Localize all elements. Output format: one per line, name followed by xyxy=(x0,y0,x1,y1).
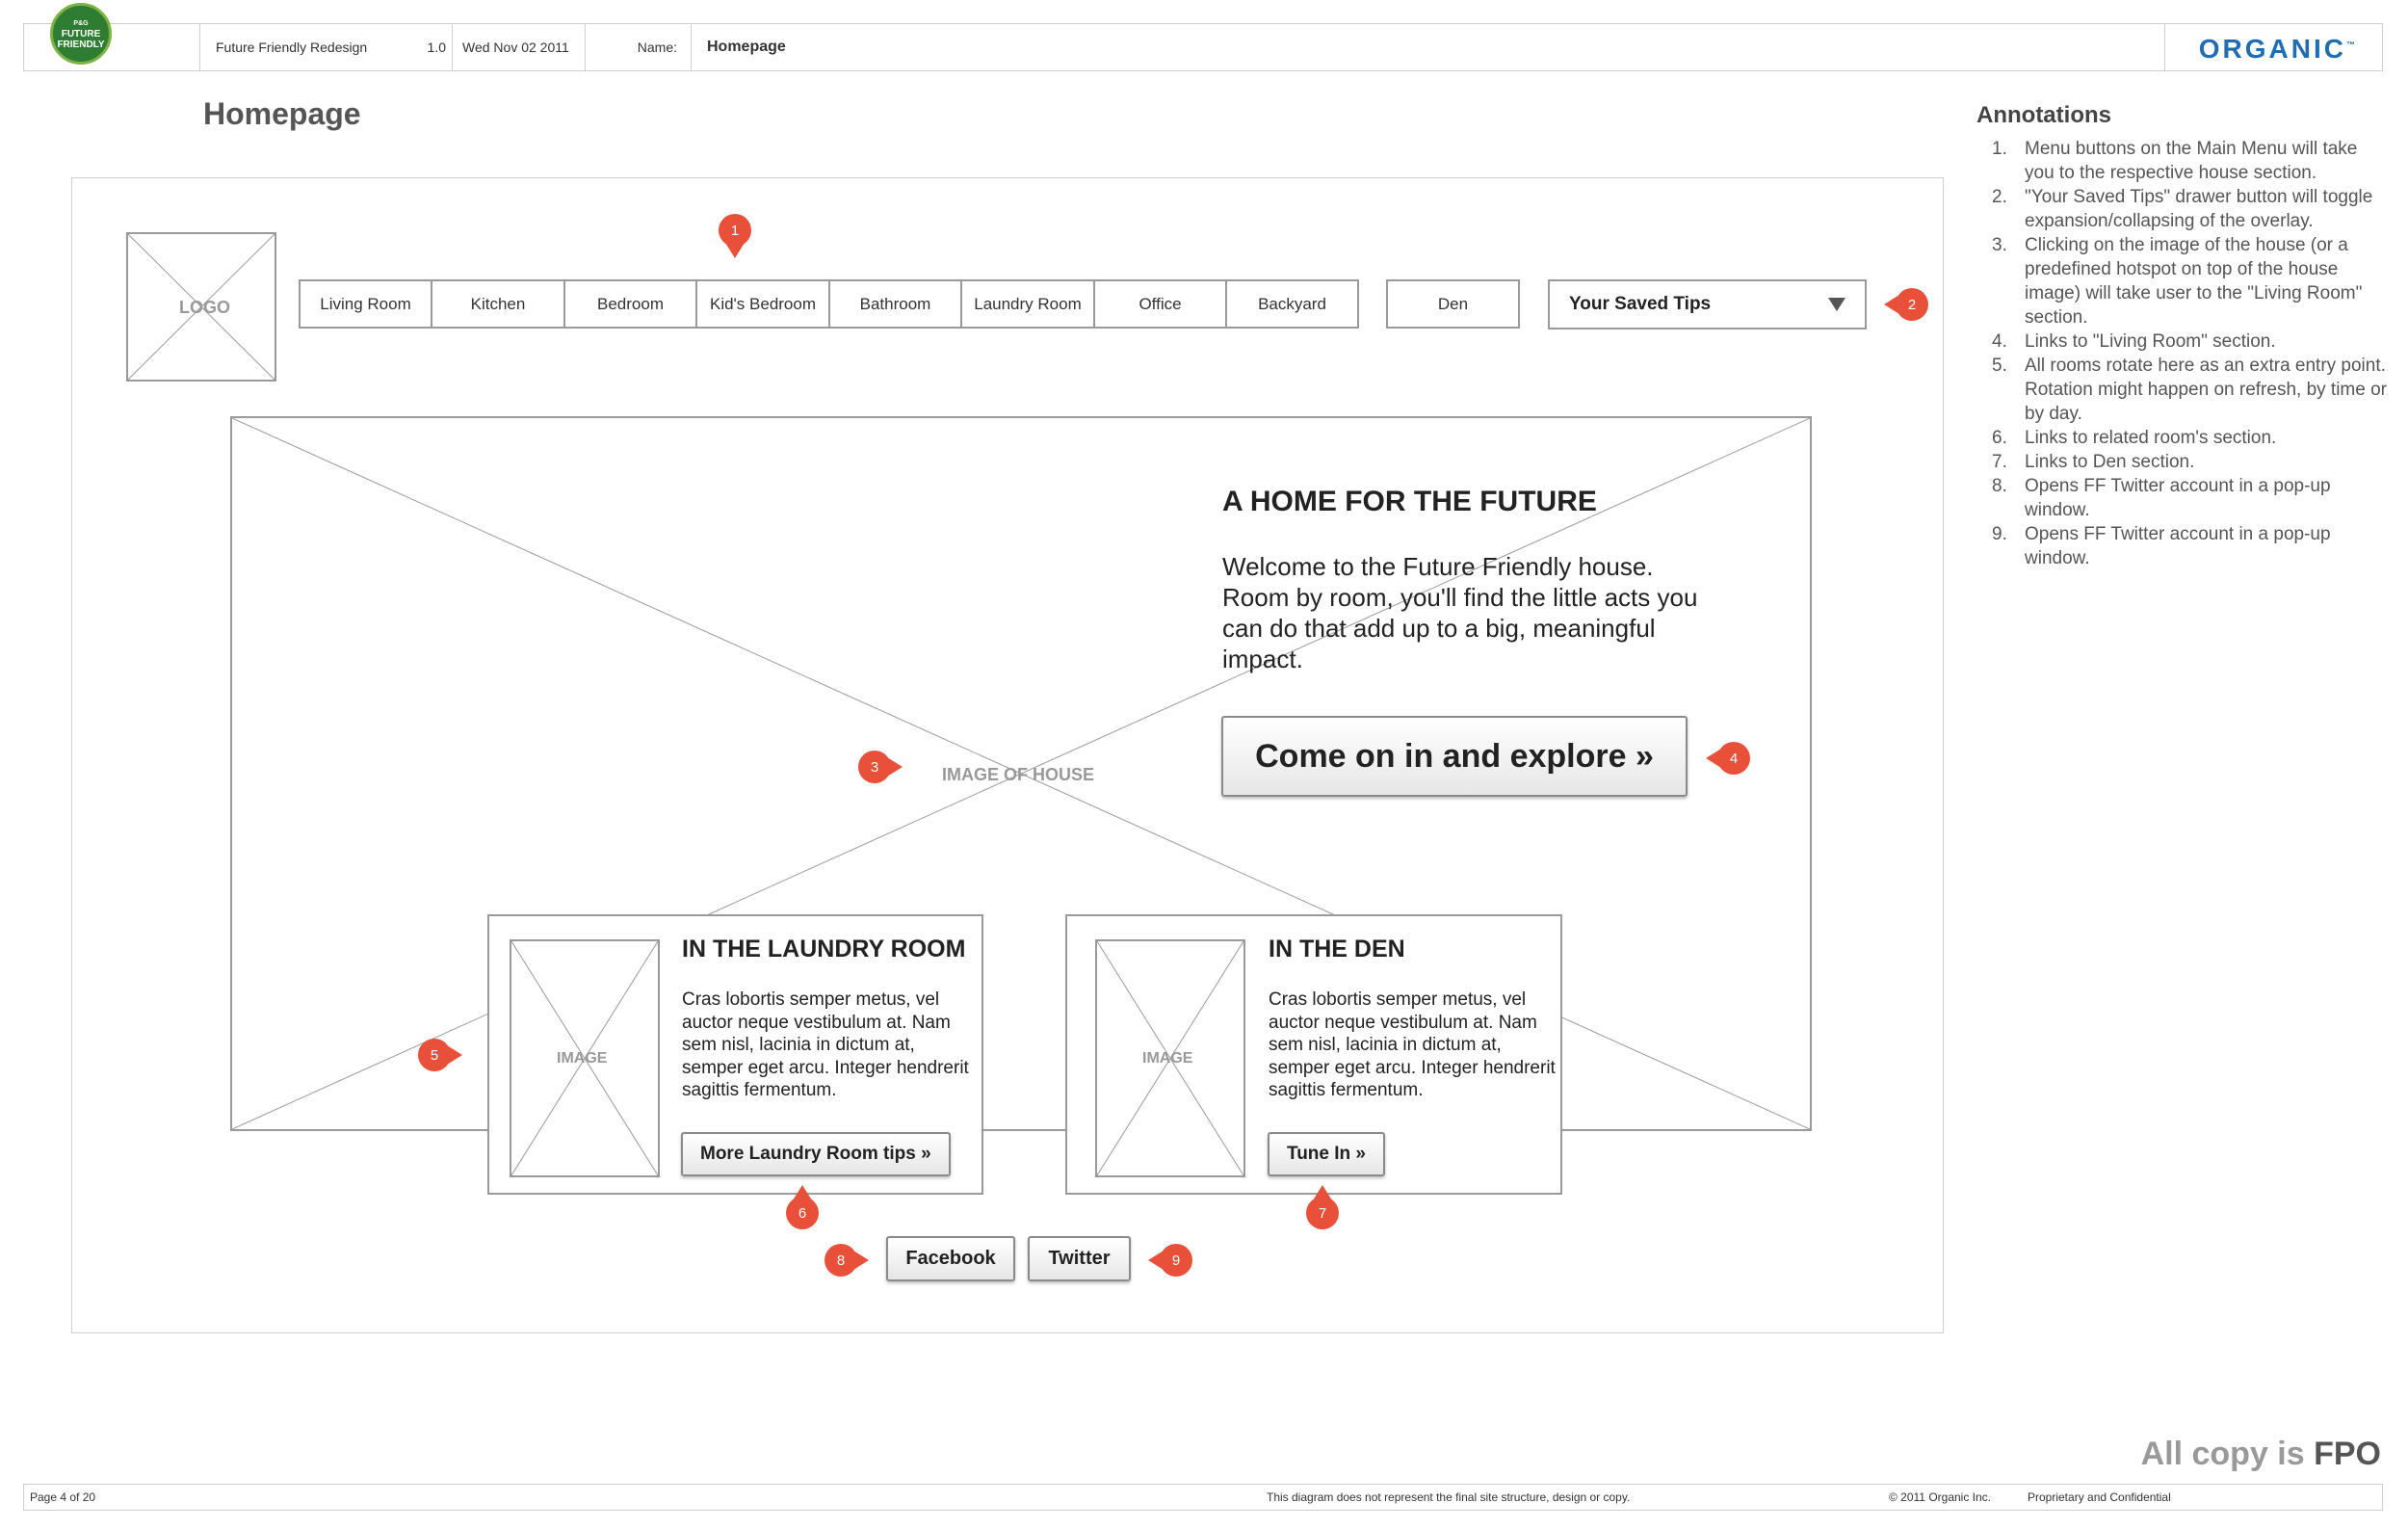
annotation-item: 3. Clicking on the image of the house (or… xyxy=(1984,233,2389,330)
footer-confidential: Proprietary and Confidential xyxy=(2028,1490,2171,1504)
annotation-text: Links to related room's section. xyxy=(2025,428,2277,448)
annotation-text: Links to Den section. xyxy=(2025,452,2195,472)
annotation-number: 5. xyxy=(1992,356,2007,376)
annotation-number: 9. xyxy=(1992,524,2007,544)
document-date: Wed Nov 02 2011 xyxy=(452,24,585,70)
annotation-number: 1. xyxy=(1992,139,2007,159)
badge-line-2: FRIENDLY xyxy=(57,39,105,50)
annotation-item: 5. All rooms rotate here as an extra entr… xyxy=(1984,354,2389,426)
card-title: IN THE DEN xyxy=(1269,936,1405,962)
placeholder-cross xyxy=(128,234,275,380)
nav-den[interactable]: Den xyxy=(1386,279,1520,329)
annotation-marker-9: 9 xyxy=(1148,1244,1192,1277)
footer-disclaimer: This diagram does not represent the fina… xyxy=(1267,1490,1631,1504)
hero-title: A HOME FOR THE FUTURE xyxy=(1222,486,1597,517)
annotations-title: Annotations xyxy=(1976,102,2111,128)
nav-laundry-room[interactable]: Laundry Room xyxy=(960,279,1095,329)
card-title: IN THE LAUNDRY ROOM xyxy=(682,936,966,962)
nav-kitchen[interactable]: Kitchen xyxy=(431,279,565,329)
nav-backyard[interactable]: Backyard xyxy=(1225,279,1359,329)
annotation-item: 9. Opens FF Twitter account in a pop-up w… xyxy=(1984,522,2389,570)
hero-image-label: IMAGE OF HOUSE xyxy=(942,765,1095,784)
organic-logo: ORGANIC™ xyxy=(2199,34,2355,65)
annotation-number: 8. xyxy=(1992,476,2007,496)
name-value: Homepage xyxy=(691,24,2174,70)
annotation-item: 1. Menu buttons on the Main Menu will tak… xyxy=(1984,137,2389,185)
card-image-placeholder[interactable]: IMAGE xyxy=(510,939,660,1177)
annotation-text: All rooms rotate here as an extra entry … xyxy=(2025,356,2387,424)
project-name: Future Friendly Redesign xyxy=(199,24,408,70)
saved-tips-label: Your Saved Tips xyxy=(1569,294,1712,314)
page-title: Homepage xyxy=(203,96,361,131)
annotation-number: 3. xyxy=(1992,235,2007,255)
footer-copyright: © 2011 Organic Inc. xyxy=(1889,1490,1992,1504)
annotation-number: 6. xyxy=(1992,428,2007,448)
annotation-marker-1: 1 xyxy=(719,214,751,258)
card-image-placeholder[interactable]: IMAGE xyxy=(1095,939,1245,1177)
annotation-item: 6. Links to related room's section. xyxy=(1984,426,2389,450)
annotation-marker-6: 6 xyxy=(786,1185,819,1229)
nav-living-room[interactable]: Living Room xyxy=(299,279,432,329)
nav-office[interactable]: Office xyxy=(1093,279,1227,329)
tune-in-button[interactable]: Tune In » xyxy=(1268,1132,1385,1176)
nav-bedroom[interactable]: Bedroom xyxy=(563,279,697,329)
annotation-marker-2: 2 xyxy=(1884,288,1928,321)
annotation-text: "Your Saved Tips" drawer button will tog… xyxy=(2025,187,2373,231)
annotation-item: 8. Opens FF Twitter account in a pop-up w… xyxy=(1984,474,2389,522)
logo-placeholder[interactable]: LOGO xyxy=(126,232,276,382)
placeholder-cross xyxy=(1097,941,1243,1175)
fpo-prefix: All copy is xyxy=(2140,1436,2305,1472)
page-number: Page 4 of 20 xyxy=(30,1490,96,1504)
annotation-text: Opens FF Twitter account in a pop-up win… xyxy=(2025,476,2331,520)
card-body: Cras lobortis semper metus, vel auctor n… xyxy=(1269,989,1556,1100)
brand-text: ORGANIC xyxy=(2198,34,2346,64)
version-number: 1.0 xyxy=(427,40,446,55)
future-friendly-logo: P&G FUTURE FRIENDLY xyxy=(50,3,112,65)
nav-kids-bedroom[interactable]: Kid's Bedroom xyxy=(695,279,830,329)
document-footer: Page 4 of 20 This diagram does not repre… xyxy=(23,1484,2383,1511)
facebook-button[interactable]: Facebook xyxy=(886,1236,1015,1281)
card-image-label: IMAGE xyxy=(557,1050,608,1067)
annotation-text: Opens FF Twitter account in a pop-up win… xyxy=(2025,524,2331,568)
saved-tips-drawer-button[interactable]: Your Saved Tips xyxy=(1548,279,1867,330)
annotation-item: 4. Links to "Living Room" section. xyxy=(1984,330,2389,354)
annotations-list: 1. Menu buttons on the Main Menu will tak… xyxy=(1984,137,2389,570)
nav-bathroom[interactable]: Bathroom xyxy=(828,279,962,329)
annotation-text: Clicking on the image of the house (or a… xyxy=(2025,235,2363,328)
explore-button[interactable]: Come on in and explore » xyxy=(1221,716,1688,797)
badge-line-1: FUTURE xyxy=(61,28,101,40)
room-card-den: IMAGE IN THE DEN Cras lobortis semper me… xyxy=(1065,914,1562,1195)
twitter-button[interactable]: Twitter xyxy=(1028,1236,1131,1281)
annotation-item: 2. "Your Saved Tips" drawer button will t… xyxy=(1984,185,2389,233)
annotation-text: Menu buttons on the Main Menu will take … xyxy=(2025,139,2358,183)
fpo-emphasis: FPO xyxy=(2314,1436,2381,1472)
card-image-label: IMAGE xyxy=(1142,1050,1193,1067)
annotation-number: 7. xyxy=(1992,452,2007,472)
hero-body: Welcome to the Future Friendly house. Ro… xyxy=(1222,552,1698,673)
room-card-laundry: IMAGE IN THE LAUNDRY ROOM Cras lobortis … xyxy=(487,914,983,1195)
caret-down-icon xyxy=(1828,298,1845,311)
logo-label: LOGO xyxy=(179,298,230,317)
card-body: Cras lobortis semper metus, vel auctor n… xyxy=(682,989,969,1100)
badge-top: P&G xyxy=(73,19,89,27)
fpo-note: All copy is FPO xyxy=(2141,1436,2381,1473)
name-label: Name: xyxy=(585,24,691,70)
annotation-item: 7. Links to Den section. xyxy=(1984,450,2389,474)
annotation-marker-3: 3 xyxy=(858,751,903,783)
annotation-marker-8: 8 xyxy=(824,1244,869,1277)
annotation-marker-7: 7 xyxy=(1306,1185,1339,1229)
annotation-number: 2. xyxy=(1992,187,2007,207)
placeholder-cross xyxy=(511,941,658,1175)
wireframe-canvas xyxy=(71,177,1944,1333)
annotation-marker-5: 5 xyxy=(418,1039,462,1071)
annotation-number: 4. xyxy=(1992,331,2007,352)
annotation-marker-4: 4 xyxy=(1706,742,1750,775)
document-header: Future Friendly Redesign 1.0 Wed Nov 02 … xyxy=(23,23,2383,71)
annotation-text: Links to "Living Room" section. xyxy=(2025,331,2276,352)
brand-tm: ™ xyxy=(2346,40,2355,50)
laundry-tips-button[interactable]: More Laundry Room tips » xyxy=(681,1132,951,1176)
